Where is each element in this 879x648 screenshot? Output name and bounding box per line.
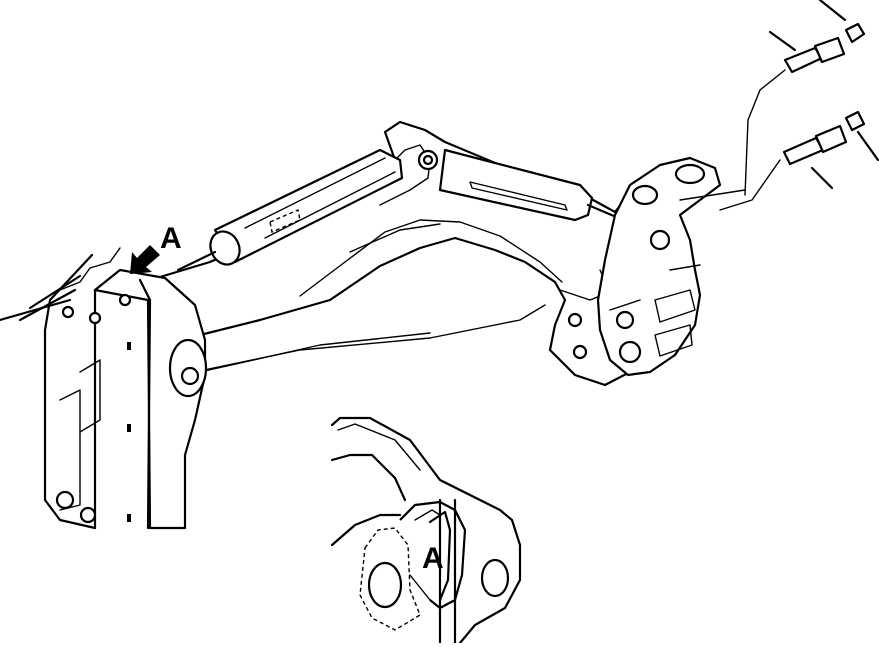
bucket-arm [0,247,208,530]
callout-label-detail: A [422,542,444,575]
boom-foot-casting [567,156,746,377]
hose-fitting-upper [768,0,866,74]
callout-label-main: A [160,222,182,255]
hose-fitting-lower [782,110,879,190]
detail-view-a [330,416,522,645]
boom-cylinder [176,148,404,272]
arrow-pointer-icon [130,245,160,274]
hydraulic-lines [179,69,786,376]
stick-cylinder [417,148,637,227]
